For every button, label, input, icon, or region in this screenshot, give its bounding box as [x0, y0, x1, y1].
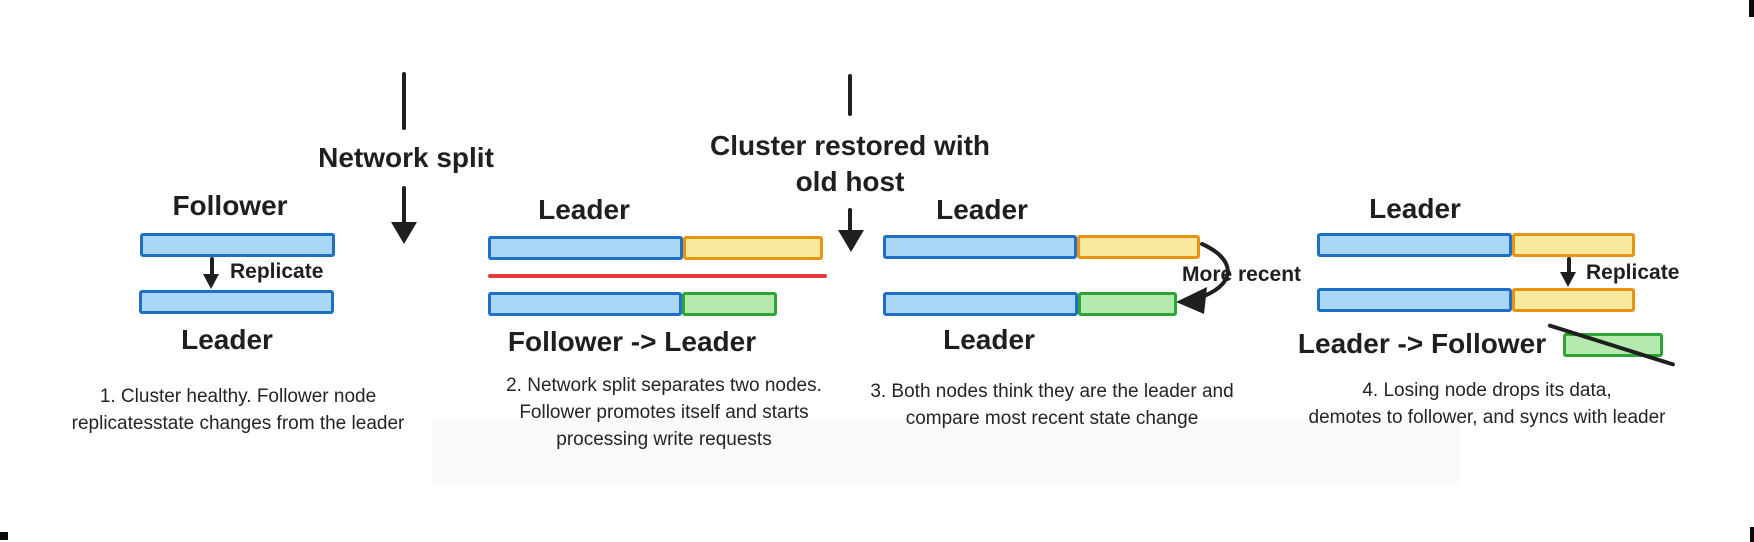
panel3-node-bar-bottom	[883, 292, 1177, 316]
caption-line: compare most recent state change	[905, 408, 1199, 429]
network-split-arrow-shaft	[402, 186, 406, 224]
state-segment-blue	[488, 292, 682, 316]
down-arrow-icon	[391, 222, 417, 244]
cluster-restored-label: Cluster restored with old host	[710, 128, 990, 200]
panel4-bottom-label: Leader -> Follower	[1297, 328, 1547, 359]
caption-line: demotes to follower, and syncs with lead…	[1308, 407, 1666, 428]
panel2-caption: 2. Network split separates two nodes. Fo…	[506, 372, 822, 453]
screen-artifact	[1750, 527, 1754, 542]
caption-line: 1. Cluster healthy. Follower node	[99, 386, 377, 407]
network-split-divider-line	[488, 274, 827, 278]
state-segment-blue	[1317, 288, 1512, 312]
panel2-node-bar-top	[488, 236, 823, 260]
state-segment-yellow	[1512, 233, 1635, 257]
state-segment-blue	[488, 236, 683, 260]
replicate-arrow-shaft	[210, 257, 214, 276]
panel3-top-label: Leader	[936, 194, 1028, 225]
screen-artifact	[1749, 0, 1754, 17]
panel1-replicate-label: Replicate	[230, 260, 324, 283]
state-segment-blue	[140, 233, 335, 257]
cluster-restored-arrow-shaft	[848, 208, 852, 232]
panel4-caption: 4. Losing node drops its data, demotes t…	[1309, 377, 1666, 431]
down-arrow-icon	[838, 230, 864, 252]
caption-line: Follower promotes itself and starts	[519, 402, 809, 423]
state-segment-green	[682, 292, 777, 316]
network-split-top-line	[402, 72, 406, 130]
down-arrow-icon	[1560, 272, 1576, 287]
caption-line: processing write requests	[556, 429, 772, 450]
panel4-replicate-label: Replicate	[1586, 261, 1680, 284]
caption-line: 4. Losing node drops its data,	[1362, 380, 1612, 401]
panel1-node-bar-bottom	[139, 290, 334, 314]
panel2-node-bar-bottom	[488, 292, 777, 316]
panel2-top-label: Leader	[538, 194, 630, 225]
state-segment-yellow	[1512, 288, 1635, 312]
state-segment-blue	[883, 235, 1077, 259]
panel3-bottom-label: Leader	[943, 324, 1035, 355]
panel3-node-bar-top	[883, 235, 1200, 259]
panel3-caption: 3. Both nodes think they are the leader …	[870, 378, 1233, 432]
cluster-restored-top-line	[848, 74, 852, 116]
cluster-restored-line2: old host	[795, 166, 905, 197]
network-split-label: Network split	[318, 142, 494, 173]
panel1-bottom-label: Leader	[181, 324, 273, 355]
panel3-more-recent-label: More recent	[1182, 263, 1302, 286]
caption-line: 3. Both nodes think they are the leader …	[870, 381, 1234, 402]
replicate-arrow-shaft	[1567, 257, 1571, 274]
cluster-restored-line1: Cluster restored with	[709, 130, 991, 161]
panel4-node-bar-bottom	[1317, 288, 1635, 312]
curved-compare-arrow-icon	[1176, 242, 1230, 314]
state-segment-blue	[1317, 233, 1512, 257]
caption-line: 2. Network split separates two nodes.	[506, 375, 822, 396]
panel1-caption: 1. Cluster healthy. Follower node replic…	[72, 383, 405, 437]
state-segment-yellow	[683, 236, 823, 260]
panel4-node-bar-top	[1317, 233, 1635, 257]
panel1-node-bar-top	[140, 233, 335, 257]
state-segment-blue	[883, 292, 1078, 316]
panel1-top-label: Follower	[172, 190, 288, 221]
down-arrow-icon	[203, 274, 219, 289]
state-segment-green	[1078, 292, 1177, 316]
state-segment-blue	[139, 290, 334, 314]
caption-line: replicatesstate changes from the leader	[71, 413, 405, 434]
state-segment-yellow	[1077, 235, 1200, 259]
screen-artifact	[0, 532, 8, 540]
panel2-bottom-label: Follower -> Leader	[507, 326, 757, 357]
panel4-top-label: Leader	[1369, 193, 1461, 224]
